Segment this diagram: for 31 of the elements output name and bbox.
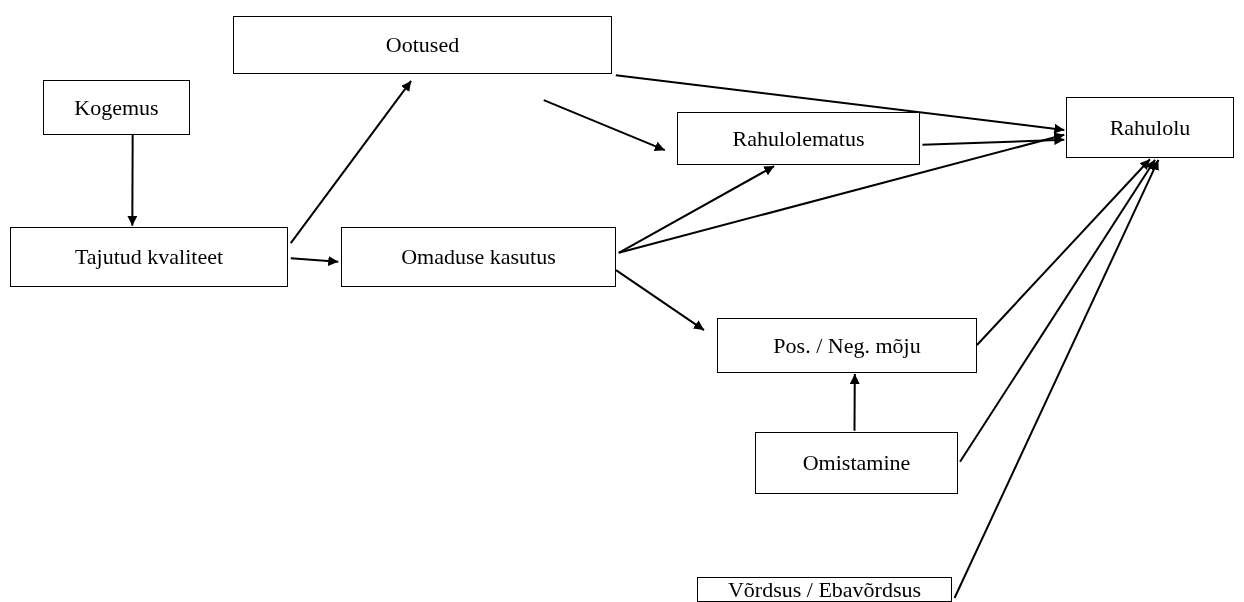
- arrow: [289, 79, 413, 245]
- arrow: [614, 74, 1066, 134]
- box-label: Võrdsus / Ebavõrdsus: [727, 576, 922, 602]
- concept-box: [341, 227, 616, 287]
- box-label: Rahulolematus: [732, 125, 865, 152]
- concept-box: [1066, 97, 1234, 158]
- concept-box: [10, 227, 288, 287]
- concept-box: [697, 577, 952, 602]
- arrow: [127, 134, 138, 227]
- arrow: [953, 158, 1160, 599]
- arrow: [617, 132, 1066, 254]
- arrow: [976, 158, 1151, 346]
- box-label: Rahulolu: [1109, 114, 1191, 141]
- arrow: [289, 256, 340, 267]
- concept-box: [233, 16, 612, 74]
- arrow: [921, 135, 1066, 146]
- arrow: [849, 373, 860, 432]
- concept-box: [717, 318, 977, 373]
- arrow: [617, 165, 776, 254]
- box-label: Pos. / Neg. mõju: [773, 332, 921, 359]
- box-label: Omaduse kasutus: [401, 244, 556, 270]
- arrow: [542, 99, 666, 152]
- box-label: Omistamine: [802, 450, 911, 476]
- concept-box: [755, 432, 958, 494]
- concept-box: [43, 80, 190, 135]
- arrow: [959, 158, 1157, 463]
- box-label: Kogemus: [74, 94, 159, 121]
- concept-box: [677, 112, 920, 165]
- box-label: Tajutud kvaliteet: [74, 244, 224, 270]
- arrow: [615, 269, 705, 332]
- box-label: Ootused: [385, 32, 460, 58]
